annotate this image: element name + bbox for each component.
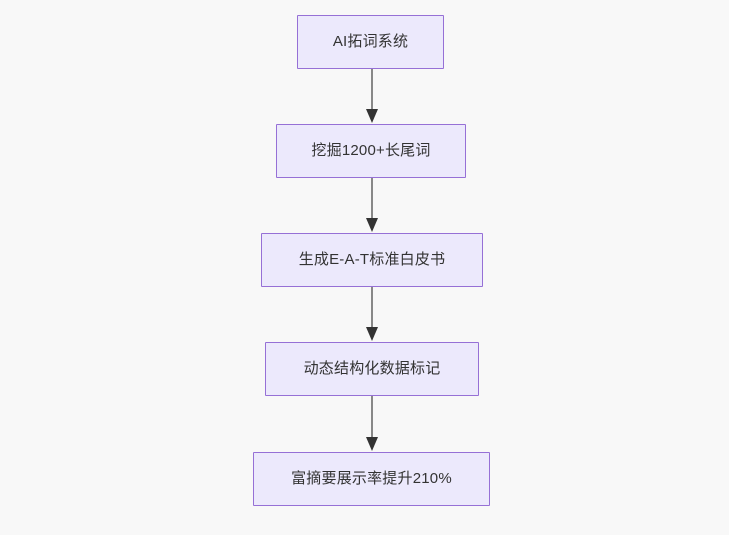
- flow-edge-n1-n2: [357, 69, 387, 124]
- flow-edge-n4-n5: [357, 396, 387, 452]
- flow-edge-n3-n4: [357, 287, 387, 342]
- flow-node-label: 生成E-A-T标准白皮书: [298, 251, 446, 268]
- flow-node-label: 挖掘1200+长尾词: [311, 142, 431, 159]
- flow-edge-n2-n3: [357, 178, 387, 233]
- flow-node-ai-keyword-system[interactable]: AI拓词系统: [297, 15, 444, 69]
- flow-node-dynamic-structured-data-markup[interactable]: 动态结构化数据标记: [265, 342, 479, 396]
- flow-node-label: AI拓词系统: [332, 33, 409, 50]
- flow-node-generate-eat-whitepaper[interactable]: 生成E-A-T标准白皮书: [261, 233, 483, 287]
- flow-node-label: 动态结构化数据标记: [303, 360, 441, 377]
- flow-node-rich-snippet-impression-lift[interactable]: 富摘要展示率提升210%: [253, 452, 490, 506]
- flow-node-mine-longtail-keywords[interactable]: 挖掘1200+长尾词: [276, 124, 466, 178]
- flow-node-label: 富摘要展示率提升210%: [291, 470, 452, 487]
